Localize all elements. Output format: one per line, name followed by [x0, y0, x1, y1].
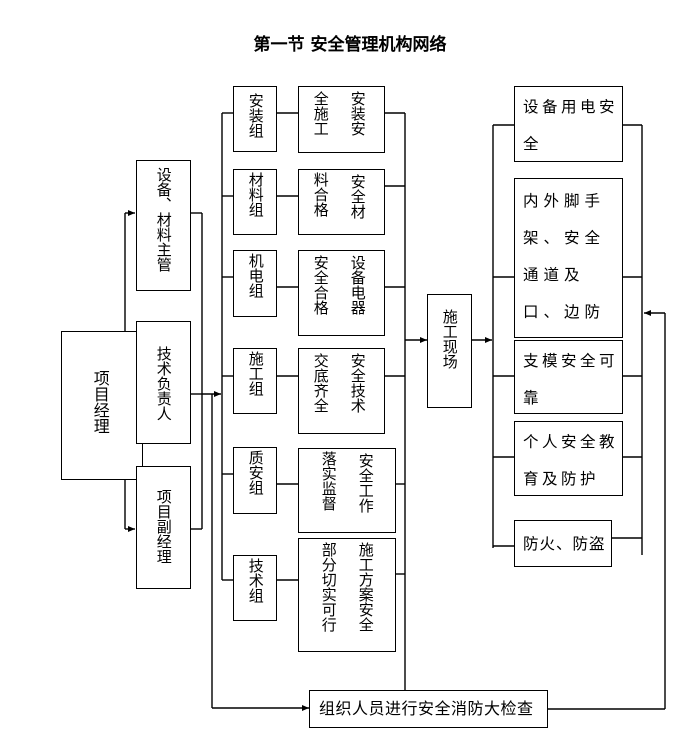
manager-box-deputy-manager: 项目副经理: [136, 466, 191, 589]
site-item-box: 设备用电安全: [514, 86, 623, 162]
duty-box: 安全材 料合格: [298, 169, 385, 235]
group-box: 技术组: [233, 555, 277, 621]
duty-text-col2: 设备电器: [348, 255, 367, 315]
group-box: 施工组: [233, 348, 277, 414]
group-box: 安装组: [233, 86, 277, 152]
duty-box: 安全工作 落实监督: [298, 448, 396, 533]
group-label: 质安组: [246, 450, 265, 495]
manager-box-equipment-materials: 设备、材料主管: [136, 160, 191, 291]
duty-text-col1: 落实监督: [319, 451, 338, 511]
site-item-label: 个人安全教育及防护: [523, 433, 619, 488]
group-label: 技术组: [246, 558, 265, 603]
duty-box: 施工方案安全 部分切实可行: [298, 538, 396, 652]
duty-text-col2: 安全工作: [356, 453, 375, 513]
duty-text-col1: 部分切实可行: [319, 542, 338, 632]
site-item-label: 设备用电安全: [523, 98, 619, 153]
duty-text-col1: 全施工: [311, 91, 330, 136]
construction-site-label: 施工现场: [440, 309, 459, 369]
duty-text-col2: 安全材: [348, 174, 367, 219]
page-title: 第一节 安全管理机构网络: [253, 35, 447, 55]
site-item-box: 个人安全教育及防护: [514, 421, 623, 496]
group-label: 材料组: [246, 172, 265, 217]
group-box: 机电组: [233, 250, 277, 317]
construction-site-box: 施工现场: [427, 294, 472, 408]
duty-text-col1: 交底齐全: [311, 353, 330, 413]
duty-text-col2: 安全技术: [348, 353, 367, 413]
project-manager-box: 项目经理: [61, 331, 143, 480]
duty-text-col1: 安全合格: [311, 255, 330, 315]
fire-safety-inspection-label: 组织人员进行安全消防大检查: [319, 699, 534, 718]
site-item-label: 内外脚手架、安全通道及口、边防护: [523, 192, 606, 358]
duty-box: 安全技术 交底齐全: [298, 348, 385, 434]
duty-box: 安装安 全施工: [298, 86, 385, 153]
site-item-label: 支模安全可靠: [523, 352, 619, 407]
manager-label: 设备、材料主管: [154, 167, 173, 272]
site-item-box: 内外脚手架、安全通道及口、边防护: [514, 178, 623, 358]
group-label: 机电组: [246, 253, 265, 298]
manager-label: 项目副经理: [154, 489, 173, 564]
site-item-label: 防火、防盗: [523, 535, 606, 553]
group-box: 质安组: [233, 447, 277, 514]
project-manager-label: 项目经理: [90, 370, 110, 434]
duty-box: 设备电器 安全合格: [298, 250, 385, 336]
fire-safety-inspection-box: 组织人员进行安全消防大检查: [309, 690, 548, 728]
manager-box-technical-lead: 技术负责人: [136, 321, 191, 444]
group-box: 材料组: [233, 169, 277, 235]
site-item-box: 防火、防盗: [514, 520, 612, 567]
duty-text-col1: 料合格: [311, 172, 330, 217]
group-label: 施工组: [246, 351, 265, 396]
manager-label: 技术负责人: [154, 346, 173, 421]
duty-text-col2: 安装安: [348, 91, 367, 136]
group-label: 安装组: [246, 93, 265, 138]
site-item-box: 支模安全可靠: [514, 340, 623, 414]
duty-text-col2: 施工方案安全: [356, 542, 375, 632]
